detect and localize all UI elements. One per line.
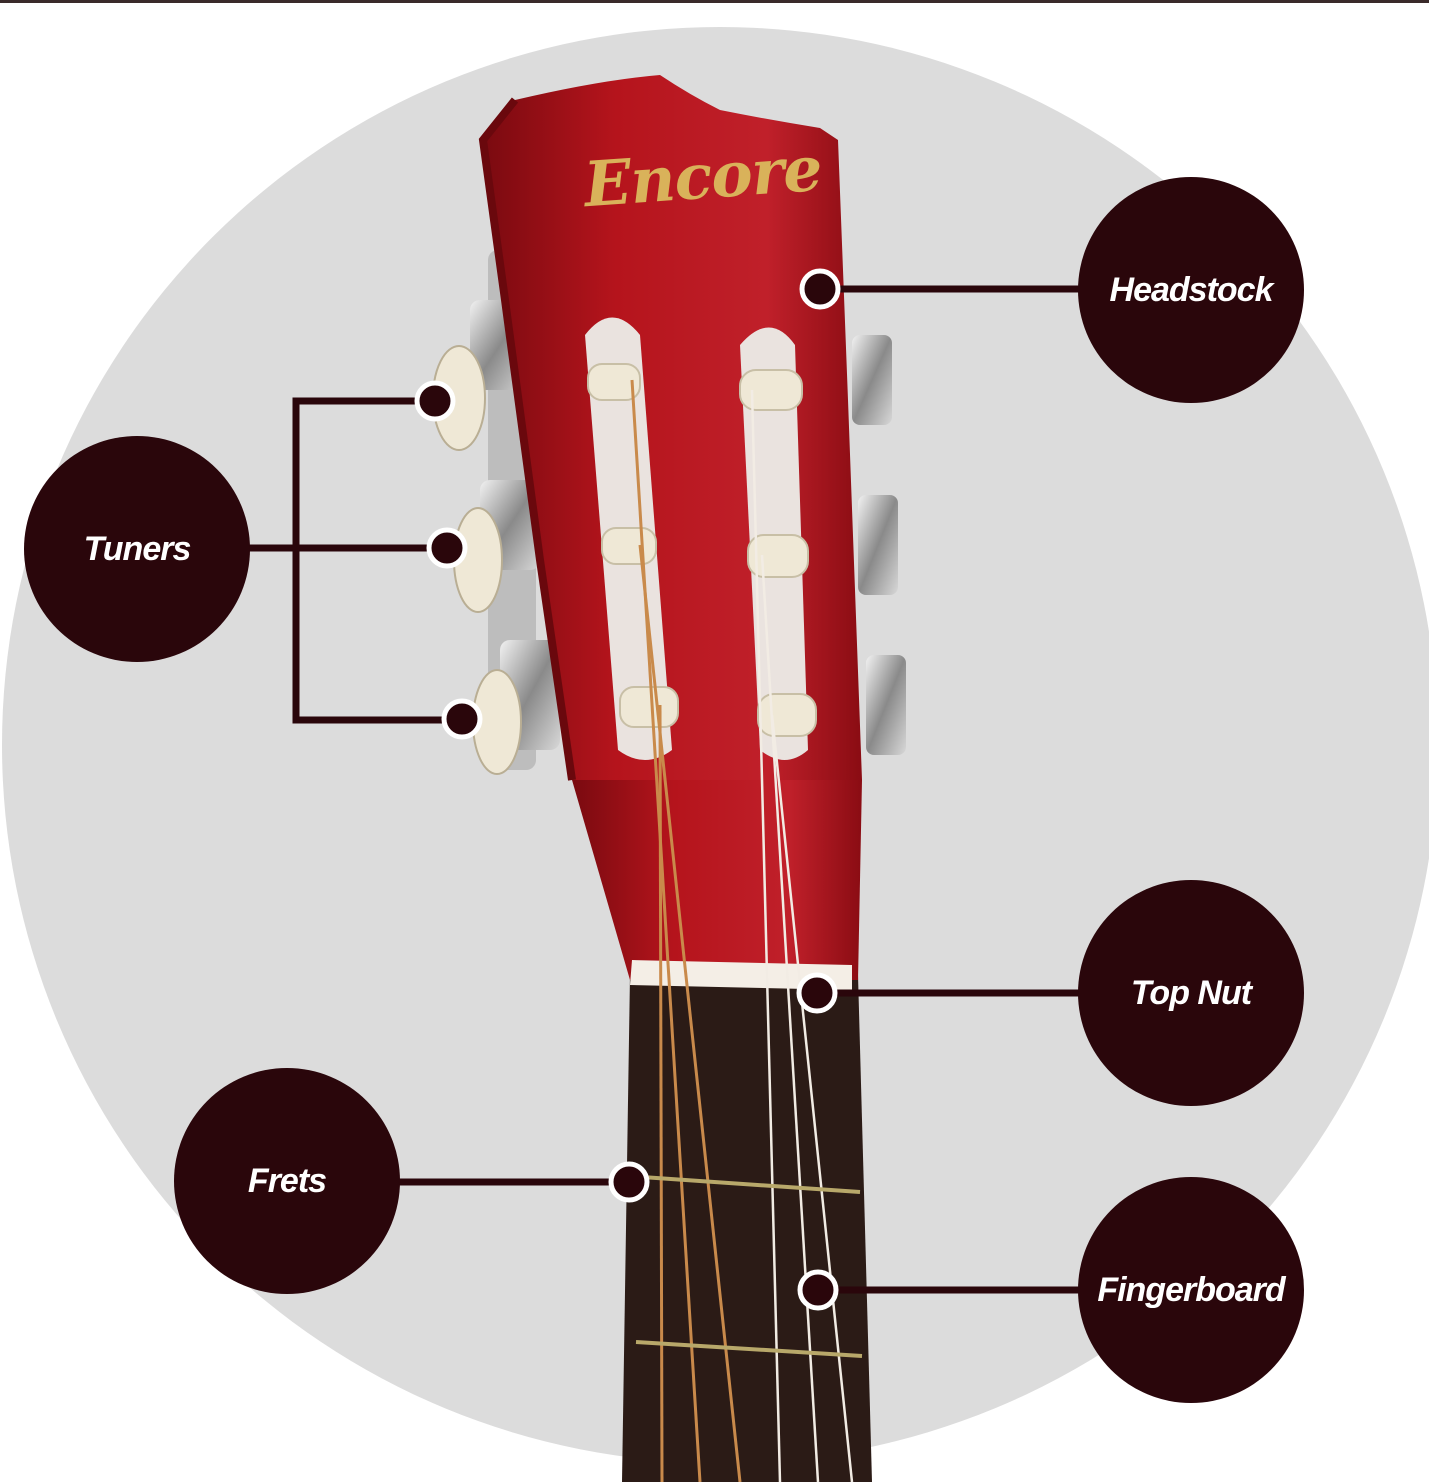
top-nut-label-bubble: Top Nut (1078, 880, 1304, 1106)
headstock-anchor-dot (799, 268, 841, 310)
tuner-anchor-dot (414, 380, 456, 422)
headstock-label-bubble: Headstock (1078, 177, 1304, 403)
fingerboard-label: Fingerboard (1097, 1270, 1285, 1309)
frets-lines (635, 1175, 863, 1358)
strings-wound (630, 379, 742, 1482)
frets-anchor-dot (608, 1161, 650, 1203)
right-tuners (852, 335, 906, 755)
leader-lines (240, 285, 1090, 1294)
neck-heel (572, 780, 862, 980)
fingerboard-anchor-dot (797, 1269, 839, 1311)
frets-label: Frets (247, 1161, 327, 1200)
headstock-label: Headstock (1109, 270, 1274, 309)
tuner-gear (453, 480, 540, 613)
anchor-dots (414, 268, 841, 1311)
tuner-gear (472, 640, 560, 775)
top-rule (0, 0, 1429, 3)
frets-label-bubble: Frets (174, 1068, 400, 1294)
tuner-anchor-dot (441, 698, 483, 740)
tuners-label: Tuners (83, 529, 192, 568)
fingerboard-label-bubble: Fingerboard (1078, 1177, 1304, 1403)
top-nut-label: Top Nut (1130, 973, 1252, 1012)
tuner-anchor-dot (426, 527, 468, 569)
tuners-label-bubble: Tuners (24, 436, 250, 662)
top-nut-anchor-dot (796, 972, 838, 1014)
